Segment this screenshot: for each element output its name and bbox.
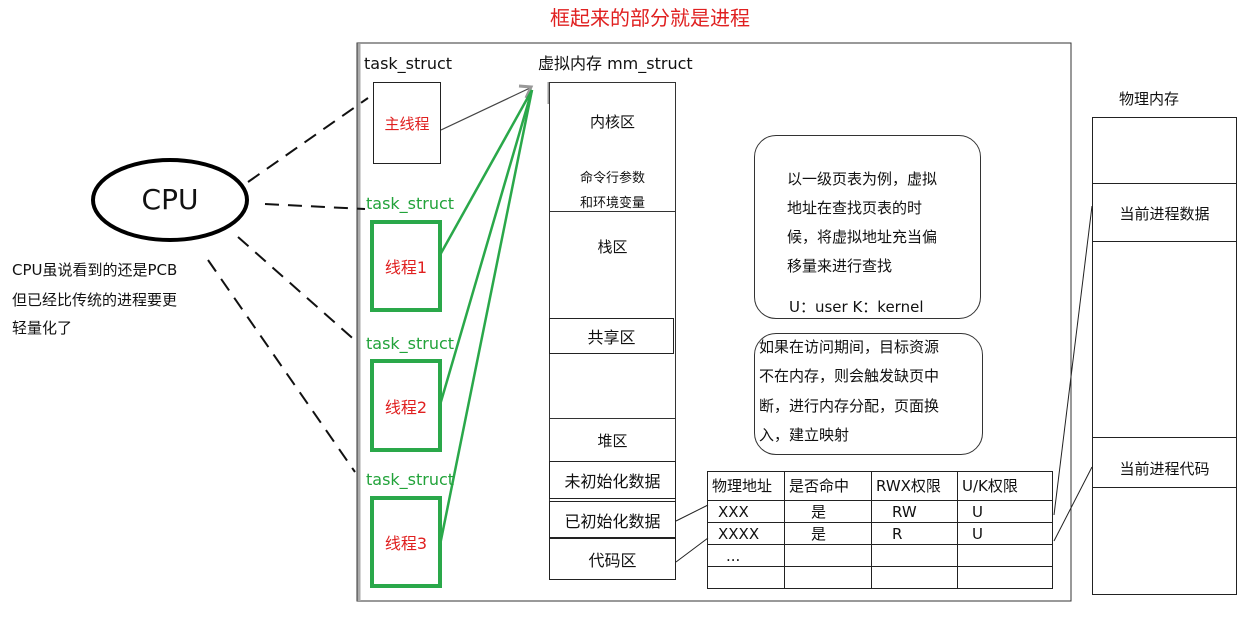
page-table-header: 物理地址 是否命中 RWX权限 U/K权限 — [707, 471, 1053, 501]
page-table-note-line-3: 候，将虚拟地址充当偏 — [787, 228, 938, 246]
thread3-label: 线程3 — [384, 534, 428, 553]
arrowhead — [518, 84, 534, 99]
code-to-table-link — [675, 537, 709, 563]
bss-region-label: 未初始化数据 — [564, 472, 661, 491]
page-table: 物理地址 是否命中 RWX权限 U/K权限 XXX 是 RW U XXXX 是 … — [707, 471, 1053, 589]
args-region-line2: 和环境变量 — [579, 196, 645, 211]
args-region-line1: 命令行参数 — [579, 171, 645, 186]
main-thread-box: 主线程 — [373, 82, 441, 164]
page-table-note-line-4: 移量来进行查找 — [787, 257, 893, 275]
cpu-note-line-2: 但已经比传统的进程要更 — [12, 291, 178, 309]
thread1-task-struct-label: task_struct — [366, 194, 455, 213]
table-to-phys-code — [1053, 466, 1093, 542]
table-row: ... — [707, 544, 1053, 567]
thread-link-3 — [438, 89, 534, 546]
main-thread-arrow — [440, 87, 531, 131]
thread3-box: 线程3 — [370, 496, 442, 588]
physical-process-data: 当前进程数据 — [1119, 205, 1210, 223]
physical-memory-column — [1092, 117, 1237, 595]
table-row: XXXX 是 R U — [707, 522, 1053, 545]
thread2-task-struct-label: task_struct — [366, 334, 455, 353]
cpu-label: CPU — [141, 183, 199, 216]
heap-region: 堆区 — [597, 432, 628, 450]
page-fault-note-line-1: 如果在访问期间，目标资源 — [759, 338, 940, 356]
physical-process-code: 当前进程代码 — [1119, 460, 1210, 478]
stack-region: 栈区 — [597, 238, 628, 256]
code-region: 代码区 — [549, 538, 676, 580]
page-fault-note-line-2: 不在内存，则会触发缺页中 — [759, 367, 940, 385]
thread1-box: 线程1 — [370, 220, 442, 312]
thread2-box: 线程2 — [370, 359, 442, 452]
thread3-task-struct-label: task_struct — [366, 470, 455, 489]
page-table-note-line-1: 以一级页表为例，虚拟 — [787, 170, 938, 188]
user-kernel-legend: U：user K：kernel — [789, 298, 924, 316]
physical-memory-label: 物理内存 — [1119, 90, 1180, 108]
thread2-label: 线程2 — [384, 397, 428, 417]
header-uk: U/K权限 — [957, 471, 1053, 501]
main-thread-label: 主线程 — [384, 114, 430, 133]
data-to-table-link — [675, 504, 709, 522]
data-region-label: 已初始化数据 — [564, 511, 661, 531]
cpu-link-1 — [264, 203, 366, 210]
header-rwx: RWX权限 — [871, 471, 958, 501]
table-row — [707, 566, 1053, 589]
cpu-link-2 — [237, 236, 359, 344]
shared-region: 共享区 — [549, 318, 674, 354]
thread-link-2 — [438, 89, 534, 406]
shared-region-label: 共享区 — [587, 328, 636, 347]
main-task-struct-label: task_struct — [364, 54, 453, 73]
thread1-label: 线程1 — [384, 258, 428, 277]
cpu-note-line-1: CPU虽说看到的还是PCB — [12, 261, 178, 279]
page-fault-note — [754, 333, 983, 455]
page-table-note-line-2: 地址在查找页表的时 — [787, 199, 923, 217]
page-fault-note-line-4: 入，建立映射 — [759, 426, 850, 444]
process-frame — [356, 42, 1072, 602]
page-table-note — [754, 135, 981, 319]
cpu-ellipse — [91, 158, 249, 242]
header-hit: 是否命中 — [784, 471, 872, 501]
table-to-phys-data — [1053, 205, 1093, 516]
page-fault-note-line-3: 断，进行内存分配，页面换 — [759, 397, 940, 415]
code-region-label: 代码区 — [588, 551, 637, 570]
cpu-link-main — [247, 97, 369, 183]
bss-region: 未初始化数据 — [549, 461, 676, 499]
header-physical-address: 物理地址 — [707, 471, 785, 501]
cpu-link-3 — [207, 259, 356, 473]
table-row: XXX 是 RW U — [707, 500, 1053, 523]
kernel-region: 内核区 — [589, 113, 635, 131]
mm-struct-label: 虚拟内存 mm_struct — [538, 54, 693, 73]
thread-link-1 — [438, 89, 534, 256]
data-region: 已初始化数据 — [549, 501, 676, 538]
cpu-note-line-3: 轻量化了 — [12, 319, 73, 337]
diagram-title: 框起来的部分就是进程 — [550, 6, 750, 30]
